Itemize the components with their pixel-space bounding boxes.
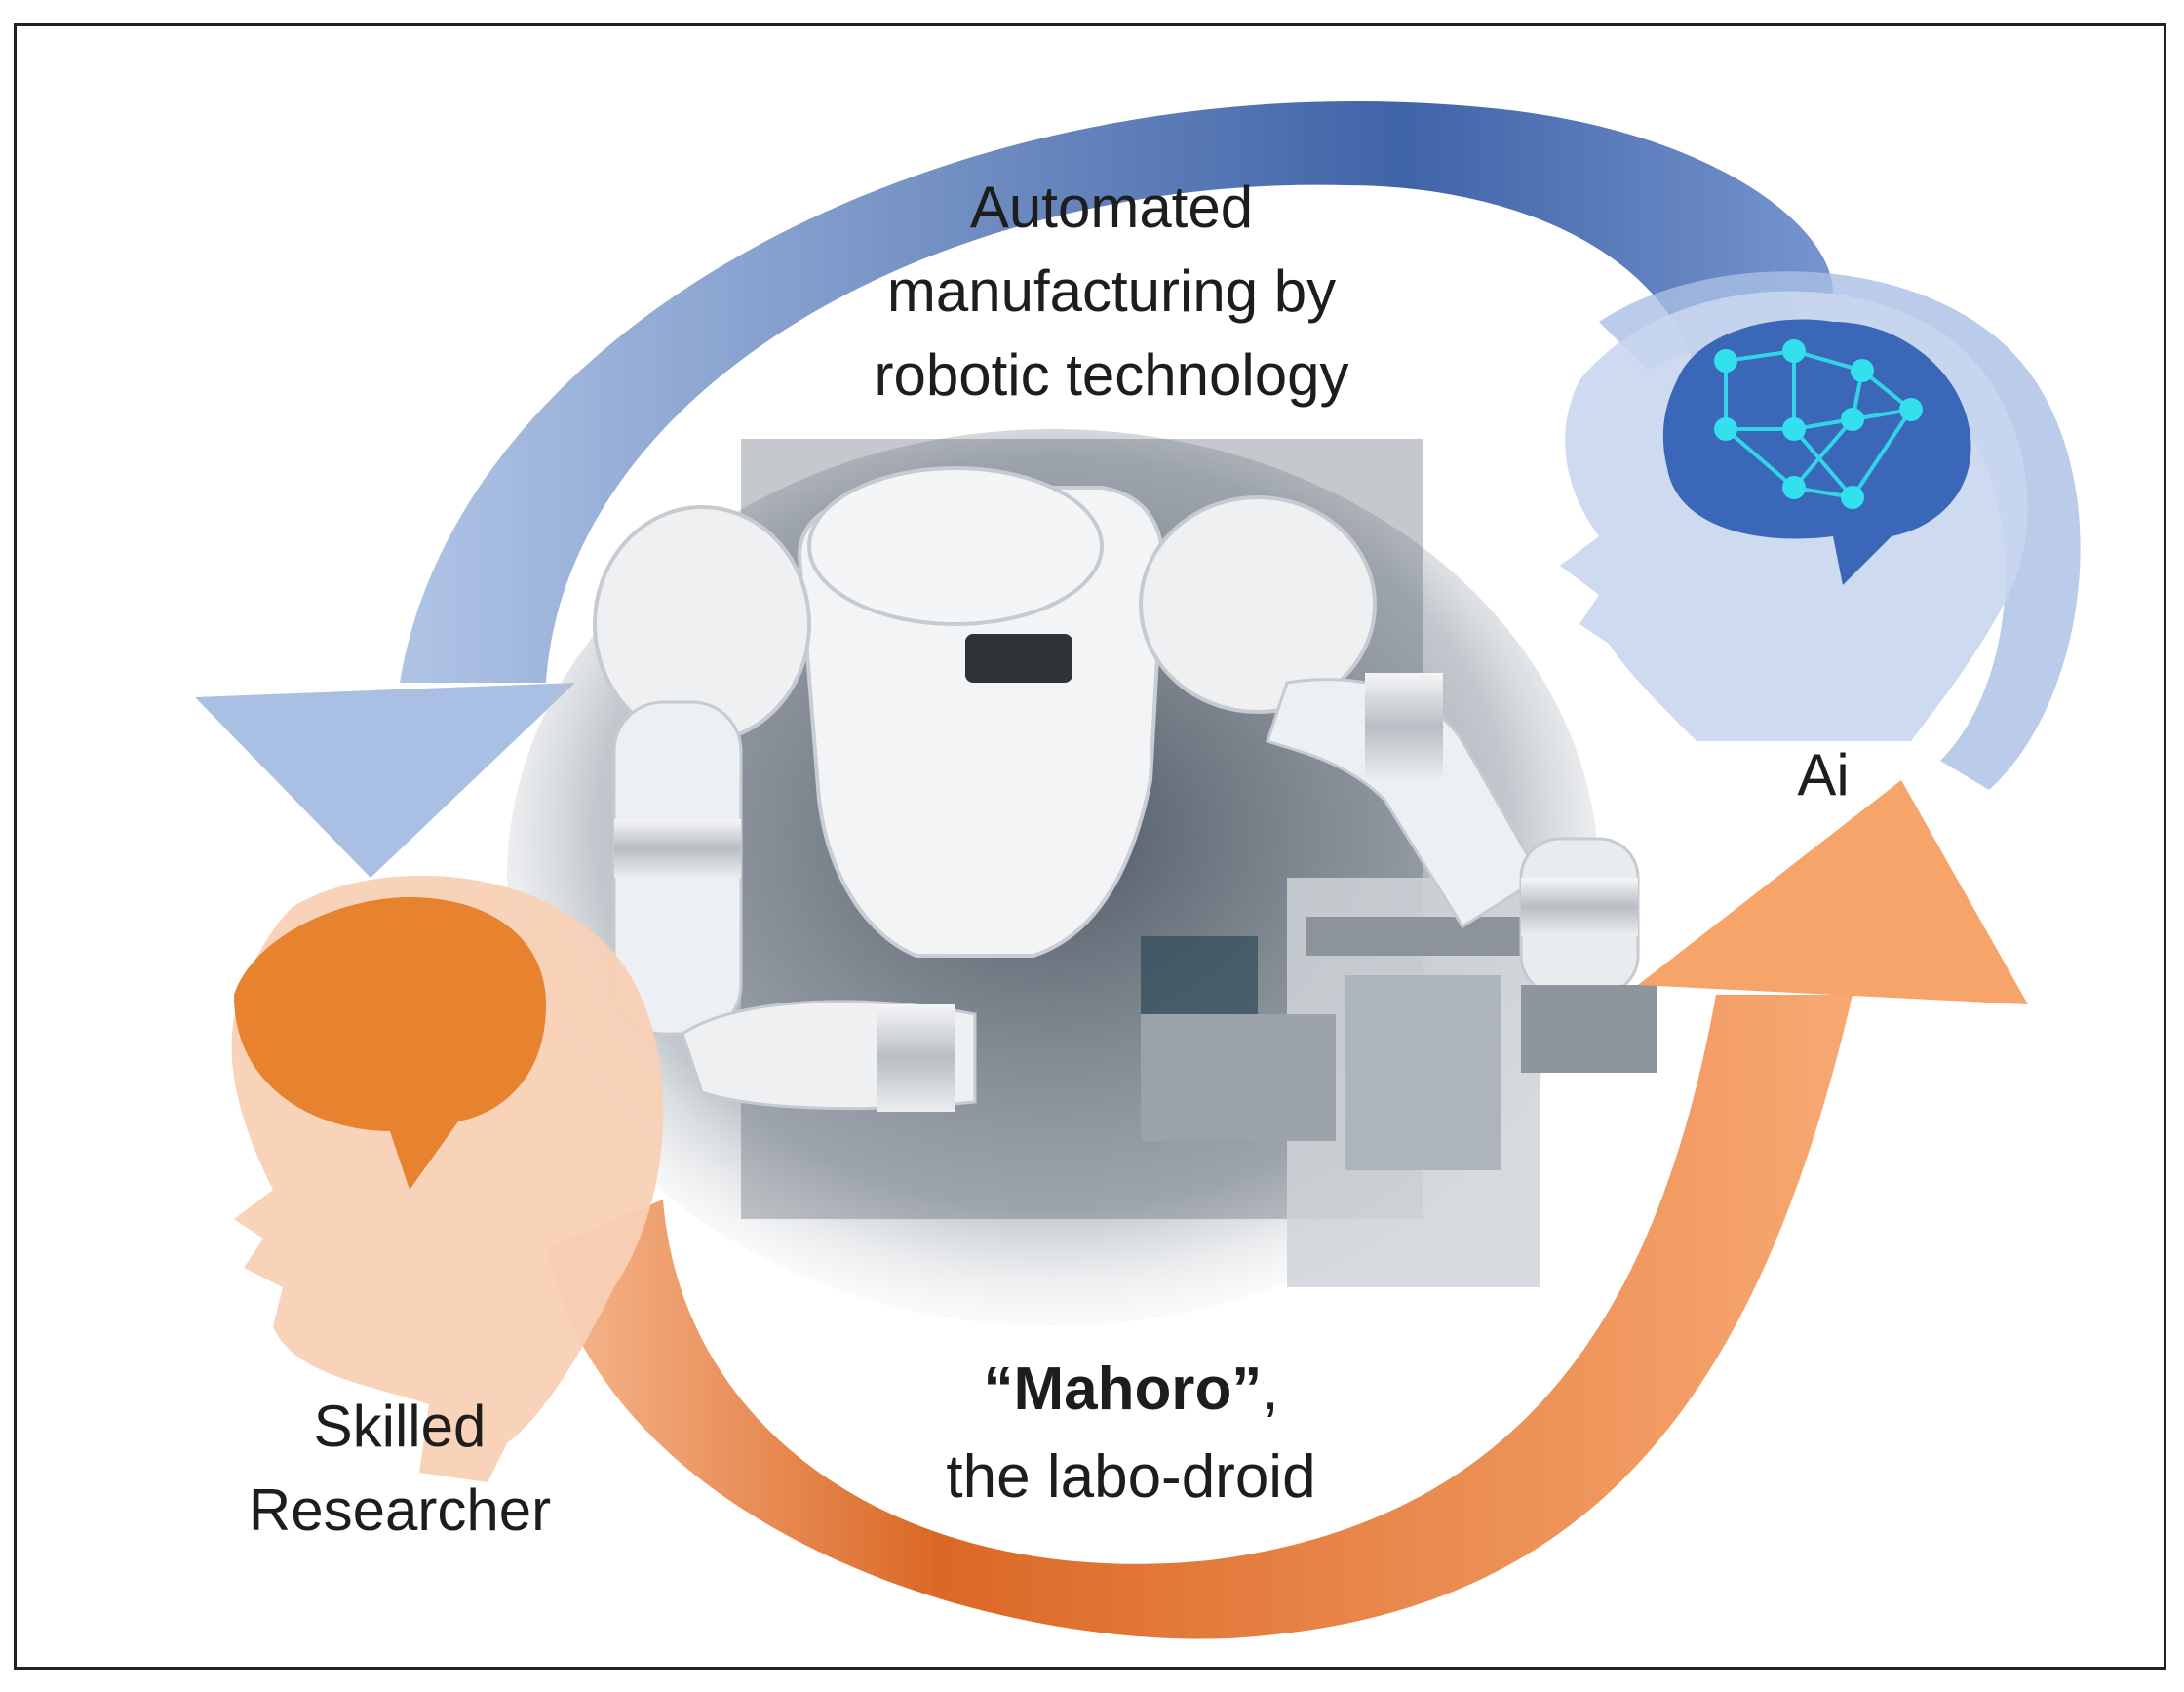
caption-line: Researcher xyxy=(248,1477,552,1543)
blue-cycle-arrow xyxy=(195,101,1833,878)
orange-cycle-arrow xyxy=(546,780,2028,1639)
droid-comma: , xyxy=(1262,1356,1279,1423)
labo-droid-caption: “Mahoro”, the labo-droid xyxy=(858,1346,1404,1521)
caption-line: Skilled xyxy=(313,1394,487,1459)
robot-illustration xyxy=(507,429,1658,1326)
researcher-caption: Skilled Researcher xyxy=(195,1385,604,1553)
robotic-technology-caption: Automated manufacturing by robotic techn… xyxy=(800,166,1424,417)
ai-head-icon xyxy=(1560,291,2028,741)
caption-line: manufacturing by xyxy=(886,258,1337,324)
droid-name-line: “Mahoro”, xyxy=(858,1346,1404,1434)
caption-line: robotic technology xyxy=(874,342,1349,408)
caption-line: Automated xyxy=(969,175,1254,240)
researcher-head-icon xyxy=(231,875,664,1482)
ai-label: Ai xyxy=(1797,742,1850,807)
droid-name: “Mahoro” xyxy=(983,1356,1263,1423)
droid-subtitle: the labo-droid xyxy=(946,1443,1316,1511)
